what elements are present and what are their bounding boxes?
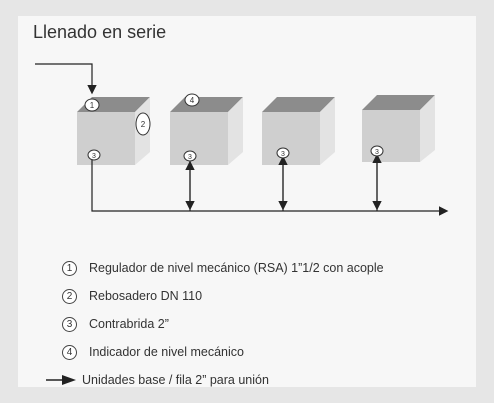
legend: 1 Regulador de nivel mecánico (RSA) 1”1/… <box>46 254 384 394</box>
legend-item-4: 4 Indicador de nivel mecánico <box>62 338 384 366</box>
legend-item-3: 3 Contrabrida 2” <box>62 310 384 338</box>
number-3-icon: 3 <box>62 316 77 332</box>
marker-label: 1 <box>90 101 95 110</box>
marker-3-tank-1: 3 <box>87 149 101 161</box>
number-2-icon: 2 <box>62 288 77 304</box>
legend-text: Contrabrida 2” <box>89 317 169 331</box>
number-1-icon: 1 <box>62 260 77 276</box>
legend-item-1: 1 Regulador de nivel mecánico (RSA) 1”1/… <box>62 254 384 282</box>
marker-2-tank-1: 2 <box>135 112 151 136</box>
marker-label: 3 <box>92 153 96 160</box>
page-title: Llenado en serie <box>33 22 167 42</box>
legend-text: Regulador de nivel mecánico (RSA) 1”1/2 … <box>89 261 384 275</box>
filling-diagram: 1 2 3 4 3 3 3 <box>35 63 449 216</box>
legend-text: Rebosadero DN 110 <box>89 289 203 303</box>
marker-1-tank-1: 1 <box>84 98 100 112</box>
marker-label: 3 <box>281 151 285 158</box>
marker-4-tank-2: 4 <box>184 93 200 107</box>
legend-item-5: Unidades base / fila 2” para unión <box>46 366 384 394</box>
diagram-card <box>18 16 476 387</box>
marker-label: 4 <box>190 96 195 105</box>
arrow-icon <box>46 375 76 385</box>
pipes <box>35 63 449 216</box>
tank-3 <box>262 97 335 165</box>
legend-item-2: 2 Rebosadero DN 110 <box>62 282 384 310</box>
marker-3-tank-4: 3 <box>370 145 384 157</box>
number-4-icon: 4 <box>62 344 77 360</box>
legend-text: Indicador de nivel mecánico <box>89 345 244 359</box>
marker-label: 2 <box>141 120 146 129</box>
marker-3-tank-3: 3 <box>276 147 290 159</box>
legend-text: Unidades base / fila 2” para unión <box>82 373 269 387</box>
marker-label: 3 <box>188 154 192 161</box>
tank-2 <box>170 97 243 165</box>
marker-label: 3 <box>375 149 379 156</box>
marker-3-tank-2: 3 <box>183 150 197 162</box>
